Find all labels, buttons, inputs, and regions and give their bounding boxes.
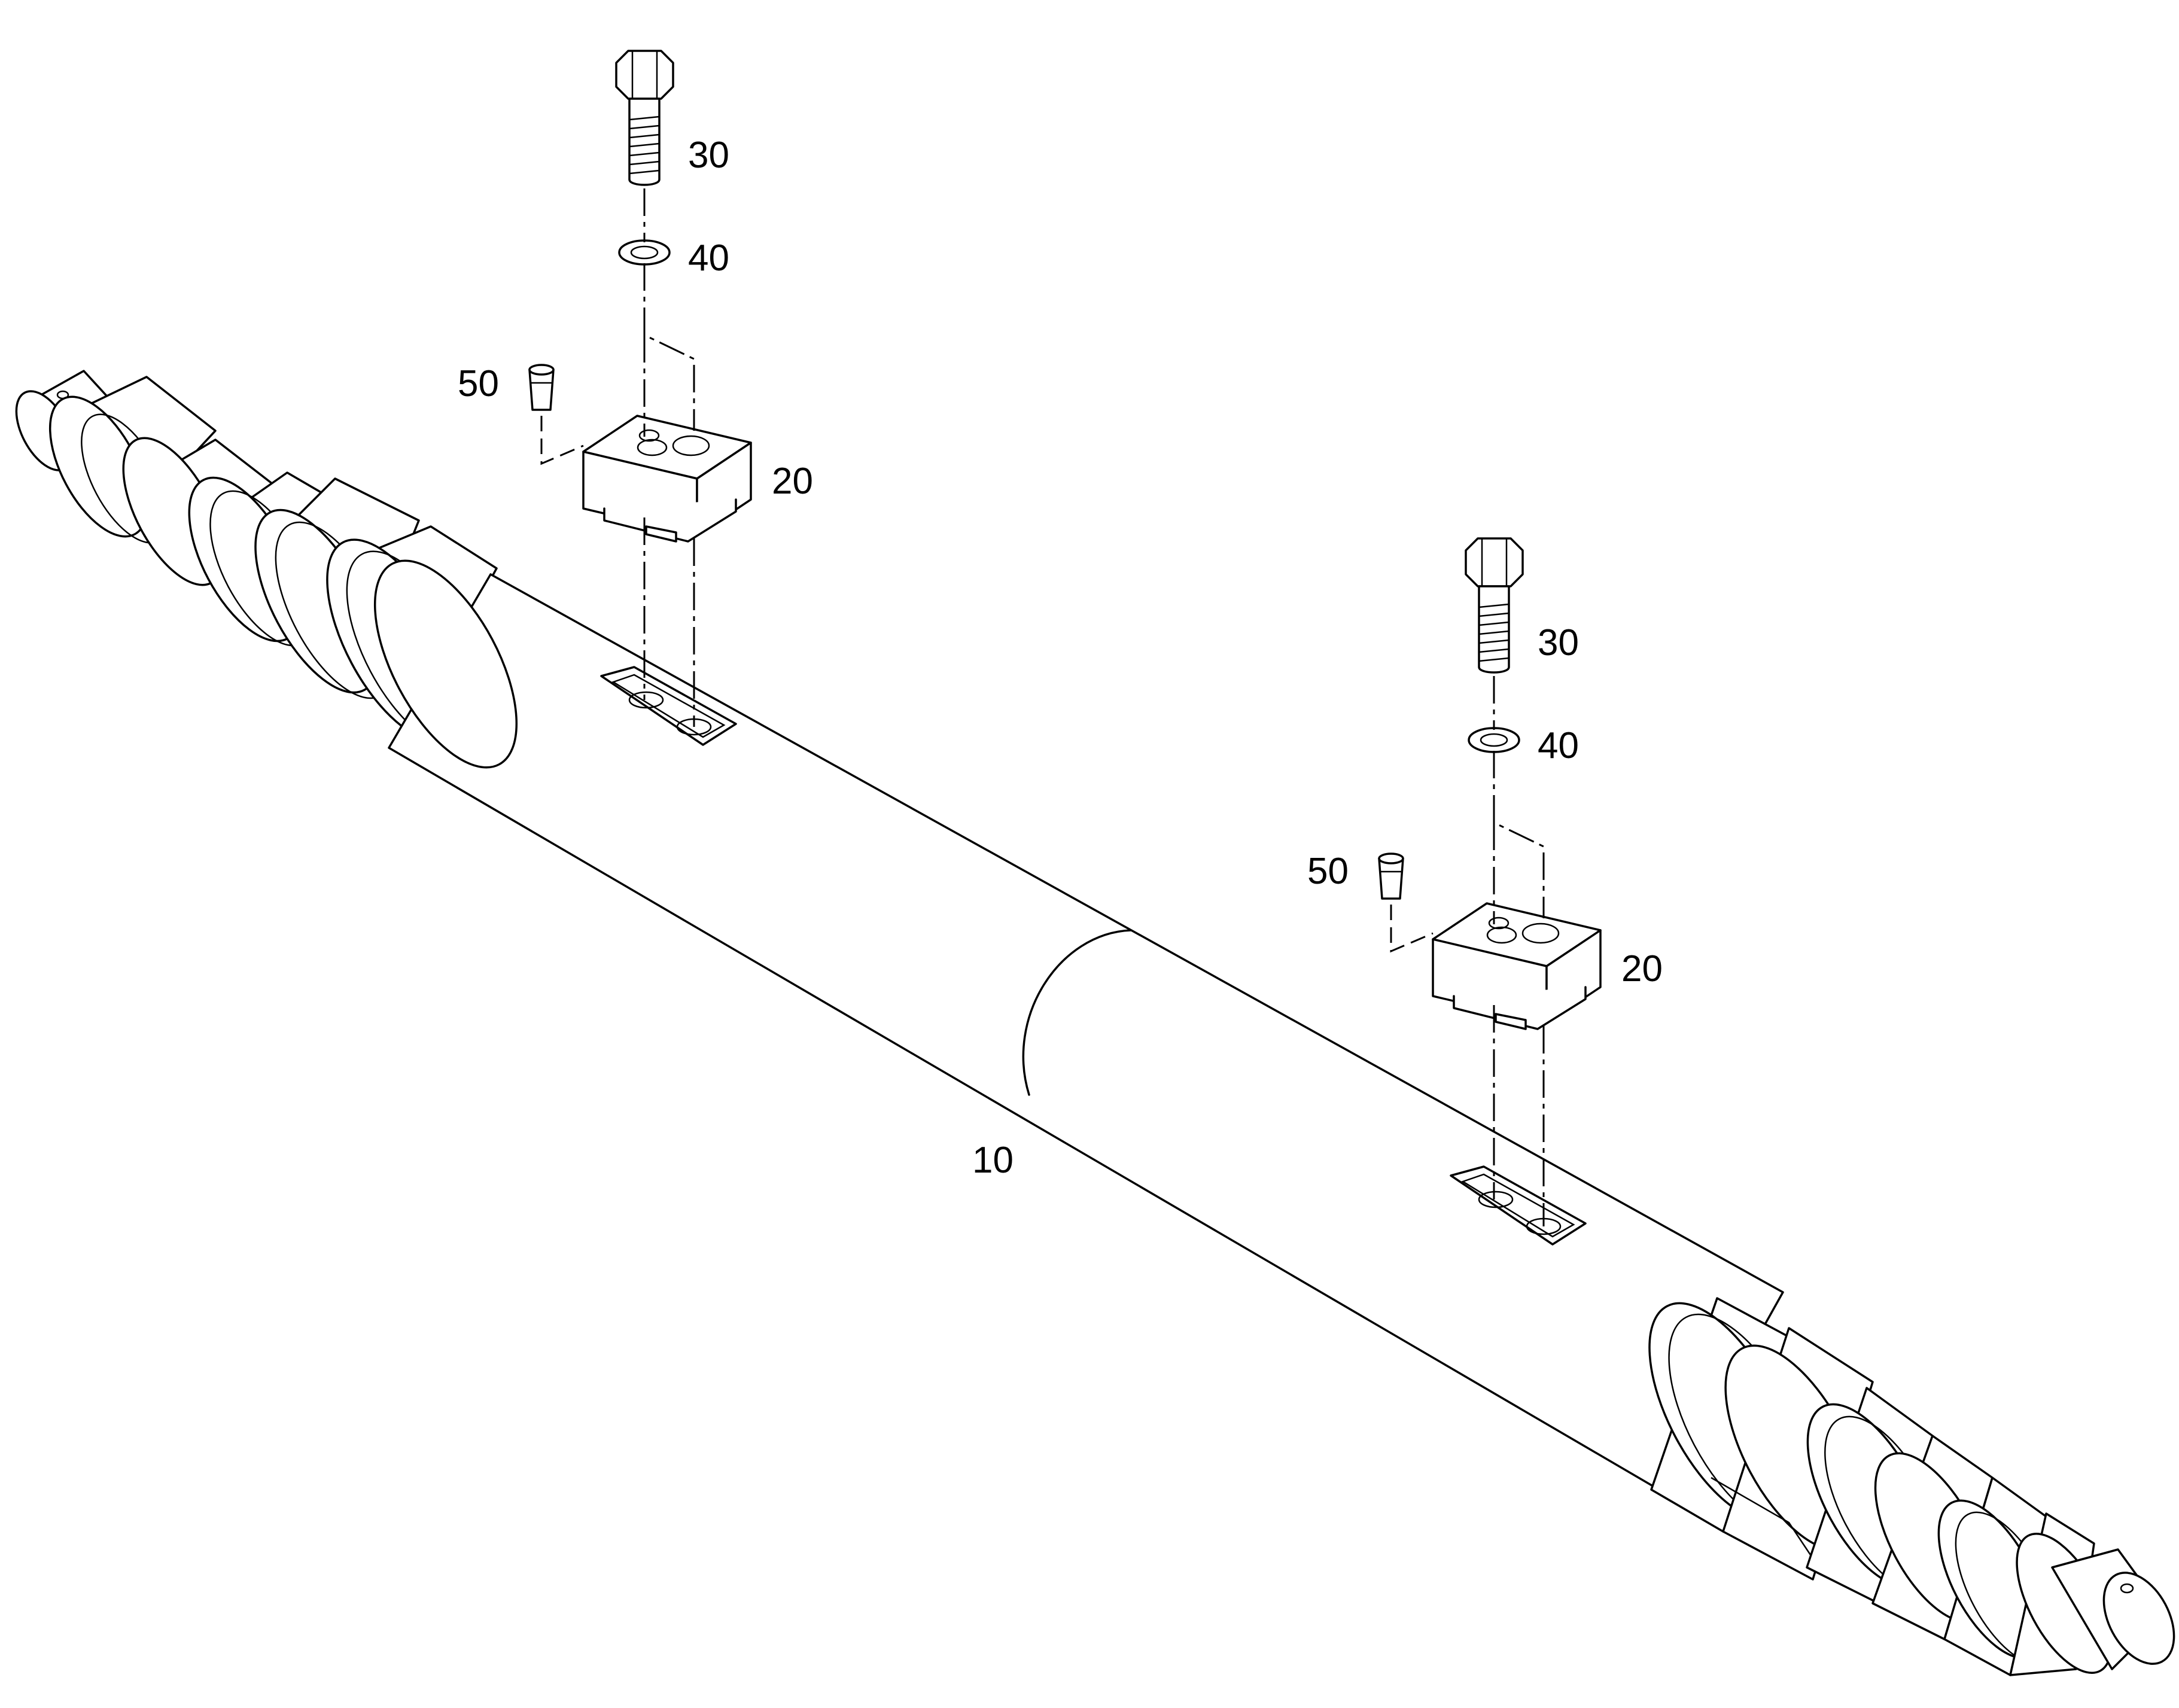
- plug-right: [1378, 853, 1404, 900]
- mounting-pocket-left: [600, 666, 737, 746]
- shaft: [15, 370, 2175, 1676]
- block-left: [582, 415, 752, 543]
- callout-block-right: 20: [1621, 948, 1663, 990]
- washer-left: [618, 239, 671, 266]
- bolt-left: [615, 50, 674, 186]
- callout-washer-right: 40: [1538, 725, 1579, 766]
- plug-left: [528, 364, 555, 411]
- bolt-right: [1465, 537, 1524, 674]
- shaft-main-body: [373, 559, 1784, 1497]
- mounting-pocket-right: [1450, 1165, 1587, 1246]
- block-right: [1432, 902, 1602, 1030]
- left-assembly: [528, 50, 752, 746]
- callout-bolt-left: 30: [688, 135, 729, 176]
- callout-plug-left: 50: [458, 363, 499, 404]
- shaft-right-steps: [1648, 1297, 2113, 1676]
- shaft-right-journal: [2051, 1548, 2175, 1670]
- callout-shaft: 10: [972, 1140, 1014, 1181]
- callout-plug-right: 50: [1307, 851, 1349, 892]
- callout-block-left: 20: [772, 461, 813, 502]
- callout-bolt-right: 30: [1538, 622, 1579, 663]
- callout-washer-left: 40: [688, 238, 729, 279]
- washer-right: [1468, 727, 1520, 753]
- right-assembly: [1378, 537, 1602, 1246]
